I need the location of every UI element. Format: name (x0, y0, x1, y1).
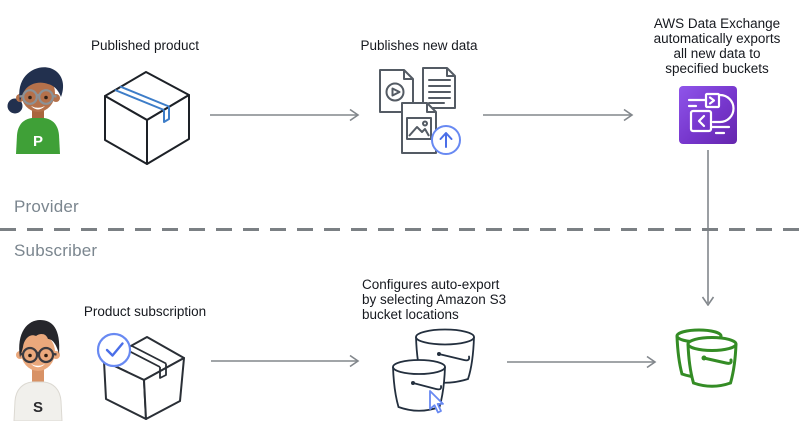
published-product-label: Published product (90, 38, 200, 53)
image-document-icon (401, 102, 437, 154)
s3-buckets-cursor-icon (392, 328, 475, 414)
subscriber-avatar: S (13, 320, 63, 421)
s3-bucket-green-icon (675, 328, 738, 388)
aws-data-exchange-icon (679, 86, 737, 144)
package-box-check-icon (96, 332, 185, 420)
provider-avatar-letter: P (33, 133, 43, 150)
cursor-icon (429, 390, 444, 414)
subscriber-avatar-letter: S (33, 399, 43, 416)
provider-section-label: Provider (14, 197, 79, 216)
video-document-icon (379, 69, 414, 113)
glasses-icon (19, 89, 57, 105)
provider-subscriber-divider (0, 228, 800, 231)
check-icon (96, 332, 132, 368)
bucket-front-icon (686, 336, 738, 388)
arrow-subscription-to-configure (211, 354, 360, 368)
tape-icon (114, 85, 170, 123)
publishes-new-data-label: Publishes new data (360, 38, 478, 53)
arrow-product-to-publish (210, 108, 360, 122)
package-box-icon (104, 71, 190, 165)
product-subscription-label: Product subscription (83, 304, 207, 319)
glasses-icon (19, 346, 57, 364)
arrow-publish-to-adx (483, 108, 634, 122)
text-document-icon (422, 67, 456, 109)
subscriber-section-label: Subscriber (14, 241, 98, 260)
configure-auto-export-label: Configures auto-export by selecting Amaz… (362, 277, 507, 322)
upload-icon (431, 125, 461, 155)
arrow-adx-to-bucket (701, 150, 715, 306)
provider-avatar: P (7, 67, 64, 154)
aws-data-exchange-label: AWS Data Exchange automatically exports … (653, 16, 781, 76)
documents-upload-icon (379, 67, 461, 155)
arrow-configure-to-bucket (507, 355, 657, 369)
